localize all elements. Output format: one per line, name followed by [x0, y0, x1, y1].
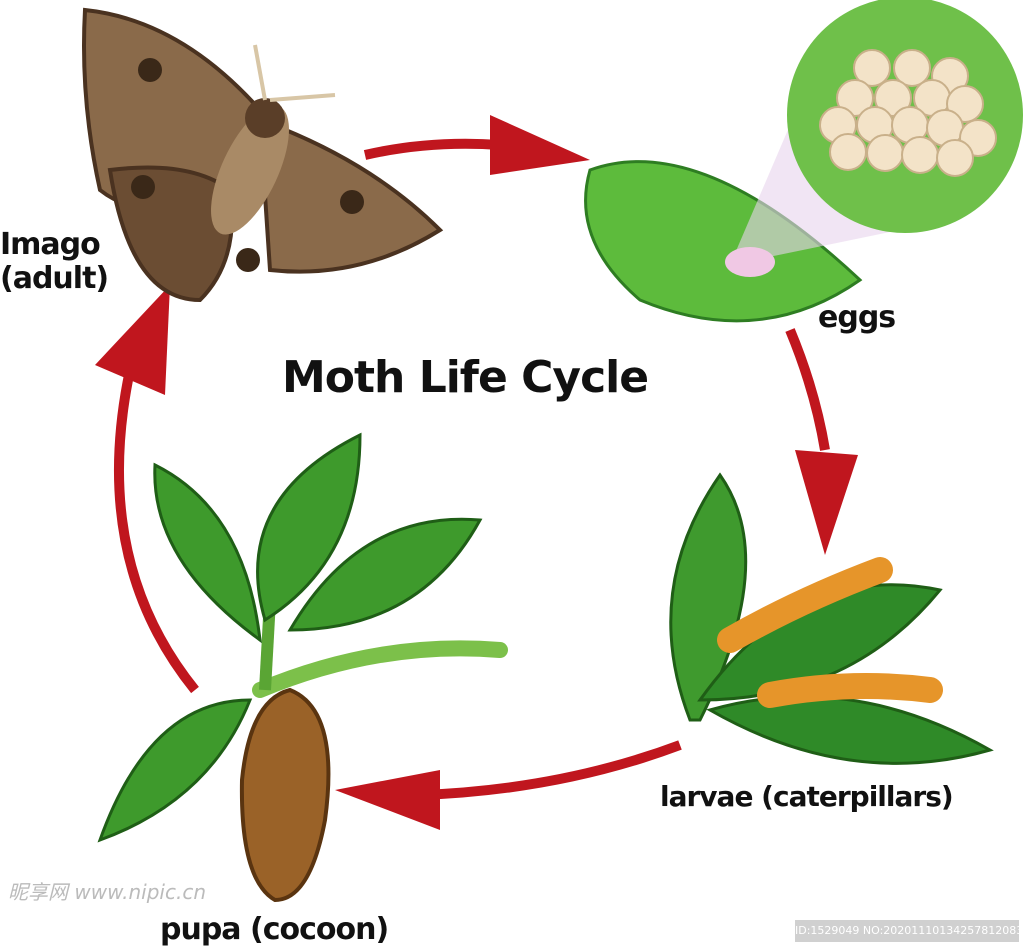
- moth-illustration: [82, 7, 444, 303]
- label-adult-line2: (adult): [0, 261, 109, 296]
- arrow-larvae-to-pupa: [419, 740, 682, 800]
- arrow-adult-to-eggs: [363, 138, 501, 160]
- label-eggs: eggs: [818, 300, 896, 335]
- larvae-illustration: [669, 472, 994, 765]
- watermark-site: 昵享网 www.nipic.cn: [8, 880, 207, 904]
- eggs-illustration: [584, 0, 1023, 323]
- label-adult: Imago (adult): [0, 227, 109, 296]
- arrowhead-icon: [490, 115, 590, 175]
- arrowhead-icon: [95, 285, 170, 395]
- label-pupa: pupa (cocoon): [160, 912, 389, 947]
- arrow-eggs-to-larvae: [785, 328, 830, 451]
- label-larvae: larvae (caterpillars): [660, 780, 954, 813]
- arrowhead-icon: [795, 450, 858, 555]
- watermark-id: ID:1529049 NO:20201110134257812083: [795, 920, 1023, 942]
- cycle-arrows: [113, 138, 830, 800]
- arrow-pupa-to-adult: [113, 368, 199, 694]
- diagram-title: Moth Life Cycle: [282, 352, 649, 403]
- label-adult-line1: Imago: [0, 227, 101, 262]
- pupa-illustration: [97, 432, 508, 903]
- arrowhead-icon: [335, 770, 440, 830]
